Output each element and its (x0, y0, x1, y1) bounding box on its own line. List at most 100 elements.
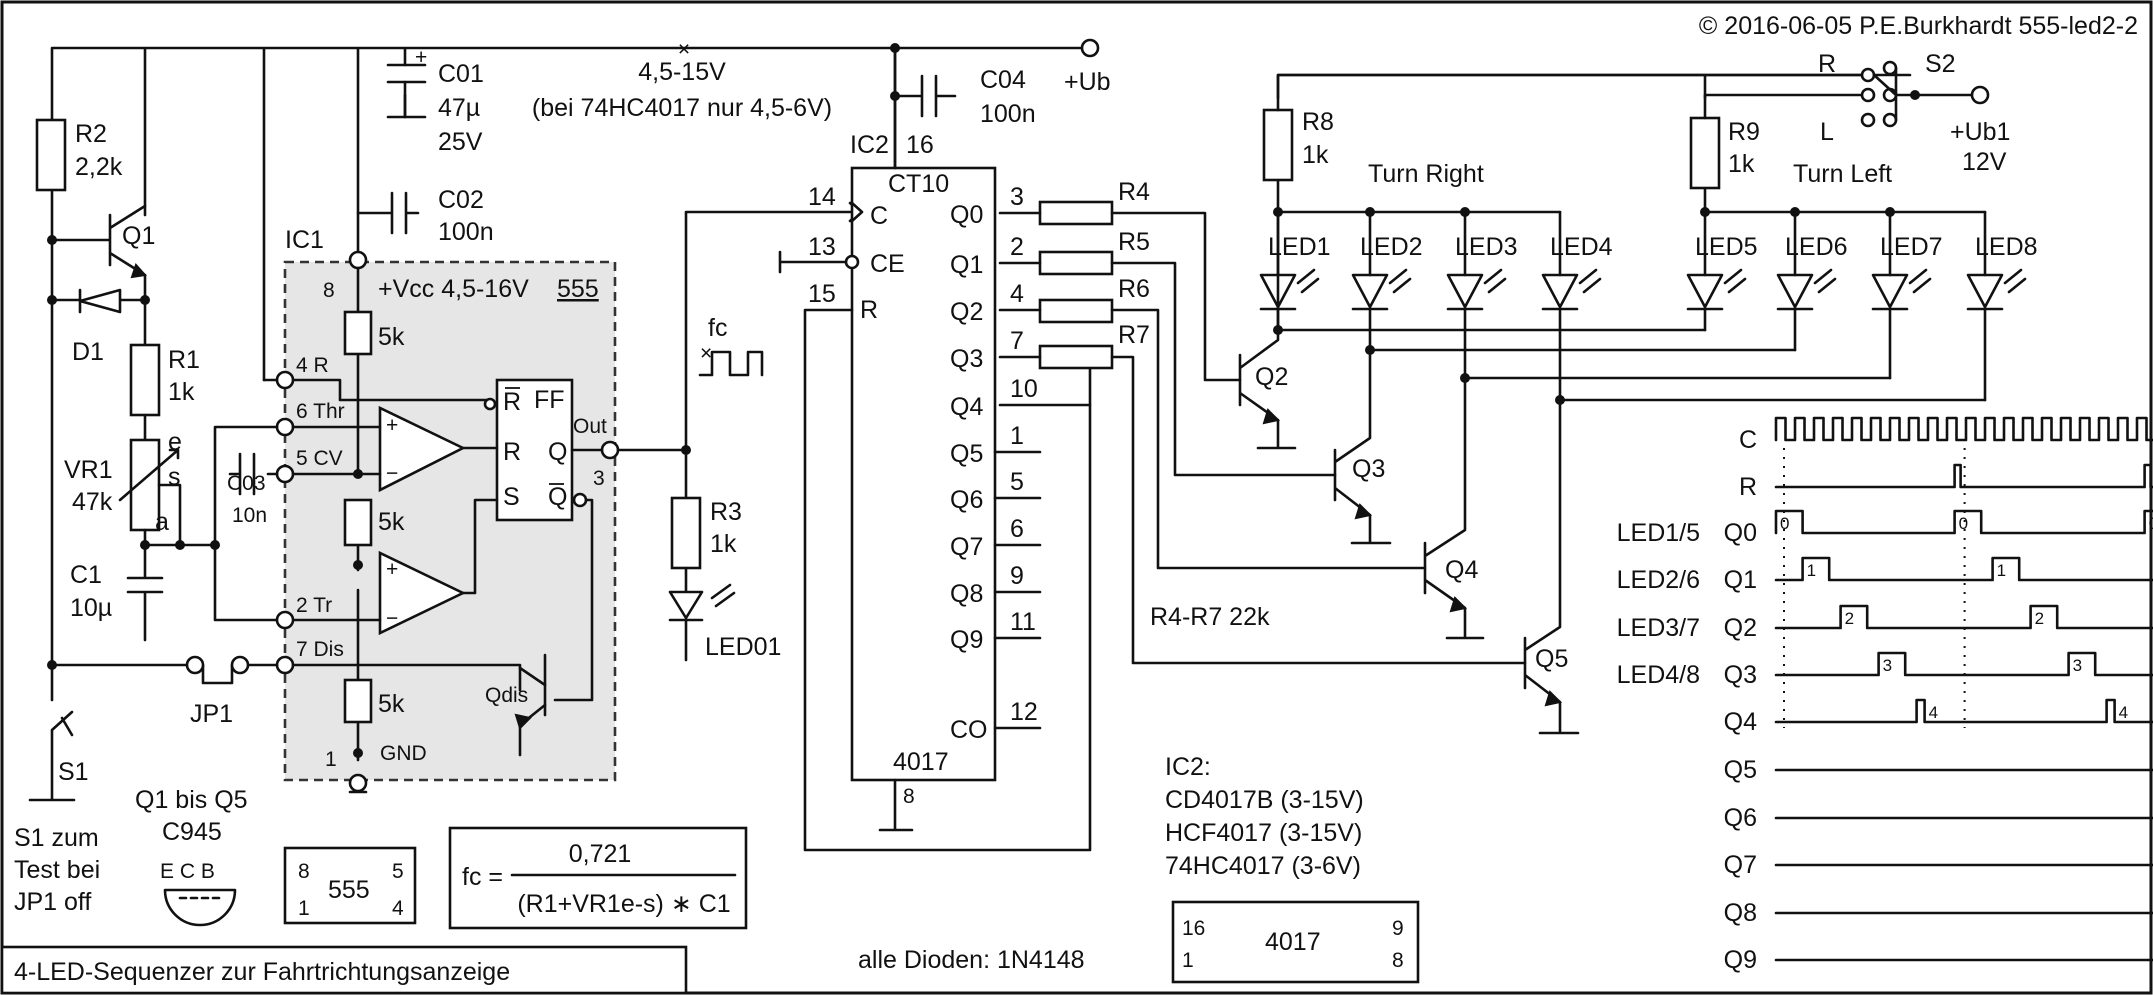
svg-text:S1 zum: S1 zum (14, 824, 99, 852)
q5-label: Q5 (1535, 645, 1568, 673)
fc-label: fc (708, 314, 727, 342)
d1-label: D1 (72, 338, 104, 366)
c02-label: C02 (438, 186, 484, 214)
timing-waveform (1774, 604, 2153, 630)
svg-text:CD4017B (3-15V): CD4017B (3-15V) (1165, 786, 1364, 814)
svg-text:5k: 5k (378, 508, 405, 536)
svg-text:555: 555 (328, 876, 370, 904)
timing-waveform (1774, 509, 2153, 535)
timing-pulse-label: 1 (1997, 561, 2006, 580)
svg-text:4017: 4017 (893, 748, 949, 776)
svg-text:+: + (386, 558, 398, 581)
svg-text:R6: R6 (1118, 275, 1150, 303)
led-symbol (1541, 273, 1579, 309)
svg-text:1: 1 (1182, 949, 1194, 972)
ic2-label: IC2 (850, 131, 889, 159)
turn-left-label: Turn Left (1793, 160, 1892, 188)
title-box (0, 945, 688, 995)
svg-text:1k: 1k (168, 378, 195, 406)
ic1-type-label: 555 (557, 275, 599, 303)
diagram-title: 4-LED-Sequenzer zur Fahrtrichtungsanzeig… (14, 958, 510, 986)
svg-text:25V: 25V (438, 128, 483, 156)
timing-signal-label: Q1 (1724, 566, 1757, 594)
svg-text:R: R (503, 388, 521, 416)
svg-text:47k: 47k (72, 488, 113, 516)
q4-label: Q4 (1445, 556, 1478, 584)
timing-diagram: CRQ0LED1/50000Q1LED2/61111Q2LED3/7222Q3L… (1617, 416, 2153, 974)
ic2-output-label: Q8 (950, 580, 983, 608)
svg-text:C: C (870, 202, 888, 230)
svg-text:R: R (503, 438, 521, 466)
svg-text:CE: CE (870, 250, 905, 278)
timing-signal-label: Q8 (1724, 899, 1757, 927)
led-label: LED3 (1455, 233, 1518, 261)
svg-text:C945: C945 (162, 818, 222, 846)
svg-text:6 Thr: 6 Thr (296, 400, 345, 423)
svg-text:16: 16 (1182, 917, 1205, 940)
ic2-output-label: Q6 (950, 486, 983, 514)
svg-text:E C B: E C B (160, 860, 215, 883)
svg-text:7 Dis: 7 Dis (296, 638, 344, 661)
svg-text:100n: 100n (438, 218, 494, 246)
timing-pulse-label: 1 (1807, 561, 1816, 580)
svg-text:C1: C1 (70, 561, 102, 589)
svg-text:0,721: 0,721 (569, 840, 632, 868)
svg-text:2 Tr: 2 Tr (296, 594, 332, 617)
svg-text:R5: R5 (1118, 228, 1150, 256)
svg-text:R: R (1818, 50, 1836, 78)
svg-text:1k: 1k (710, 530, 737, 558)
timing-waveform (1774, 651, 2153, 677)
c04-label: C04 (980, 66, 1026, 94)
ic2-pin-number: 1 (1010, 422, 1024, 450)
ic2-pin-number: 11 (1010, 608, 1036, 636)
svg-text:Q1 bis Q5: Q1 bis Q5 (135, 786, 248, 814)
svg-text:Qdis: Qdis (485, 684, 528, 707)
svg-text:15: 15 (808, 280, 836, 308)
copyright-notice: © 2016-06-05 P.E.Burkhardt 555-led2-2 (1699, 12, 2138, 40)
led-symbol (1966, 273, 2004, 309)
timing-pulse-label: 0 (1959, 514, 1968, 533)
ic2-output-label: Q5 (950, 440, 983, 468)
svg-text:L: L (1820, 118, 1834, 146)
ic2-pin-number: 2 (1010, 233, 1024, 261)
svg-text:5k: 5k (378, 323, 405, 351)
svg-text:S: S (503, 483, 520, 511)
svg-text:8: 8 (1392, 949, 1404, 972)
svg-text:alle Dioden: 1N4148: alle Dioden: 1N4148 (858, 946, 1085, 974)
svg-text:1k: 1k (1302, 141, 1329, 169)
c01-label: C01 (438, 60, 484, 88)
svg-text:R8: R8 (1302, 108, 1334, 136)
timing-pulse-label: 2 (1845, 609, 1854, 628)
driver-network (998, 200, 1527, 665)
svg-text:3: 3 (593, 467, 605, 490)
svg-text:CT10: CT10 (888, 170, 949, 198)
svg-text:+: + (415, 46, 427, 69)
ic2-output-label: Q1 (950, 251, 983, 279)
svg-text:1k: 1k (1728, 150, 1755, 178)
svg-text:×: × (700, 342, 712, 365)
svg-text:GND: GND (380, 742, 427, 765)
supply-voltage: 4,5-15V (638, 58, 726, 86)
timing-signal-label: Q3 (1724, 661, 1757, 689)
timing-signal-label: Q5 (1724, 756, 1757, 784)
svg-text:R7: R7 (1118, 321, 1150, 349)
led-label: LED8 (1975, 233, 2038, 261)
timing-signal-label: Q4 (1724, 708, 1757, 736)
q2-label: Q2 (1255, 363, 1288, 391)
timing-waveform (1774, 416, 2153, 442)
svg-text:16: 16 (906, 131, 934, 159)
svg-text:5k: 5k (378, 690, 405, 718)
svg-text:+: + (386, 414, 398, 437)
led-label: LED2 (1360, 233, 1423, 261)
timing-waveform (1774, 698, 2153, 724)
svg-text:a: a (155, 508, 169, 536)
svg-text:1: 1 (298, 897, 310, 920)
timing-signal-label: Q7 (1724, 851, 1757, 879)
timing-pulse-label: 4 (2119, 703, 2128, 722)
svg-text:14: 14 (808, 183, 836, 211)
svg-text:JP1 off: JP1 off (14, 888, 91, 916)
svg-text:2,2k: 2,2k (75, 153, 123, 181)
ub-label: +Ub (1064, 68, 1111, 96)
